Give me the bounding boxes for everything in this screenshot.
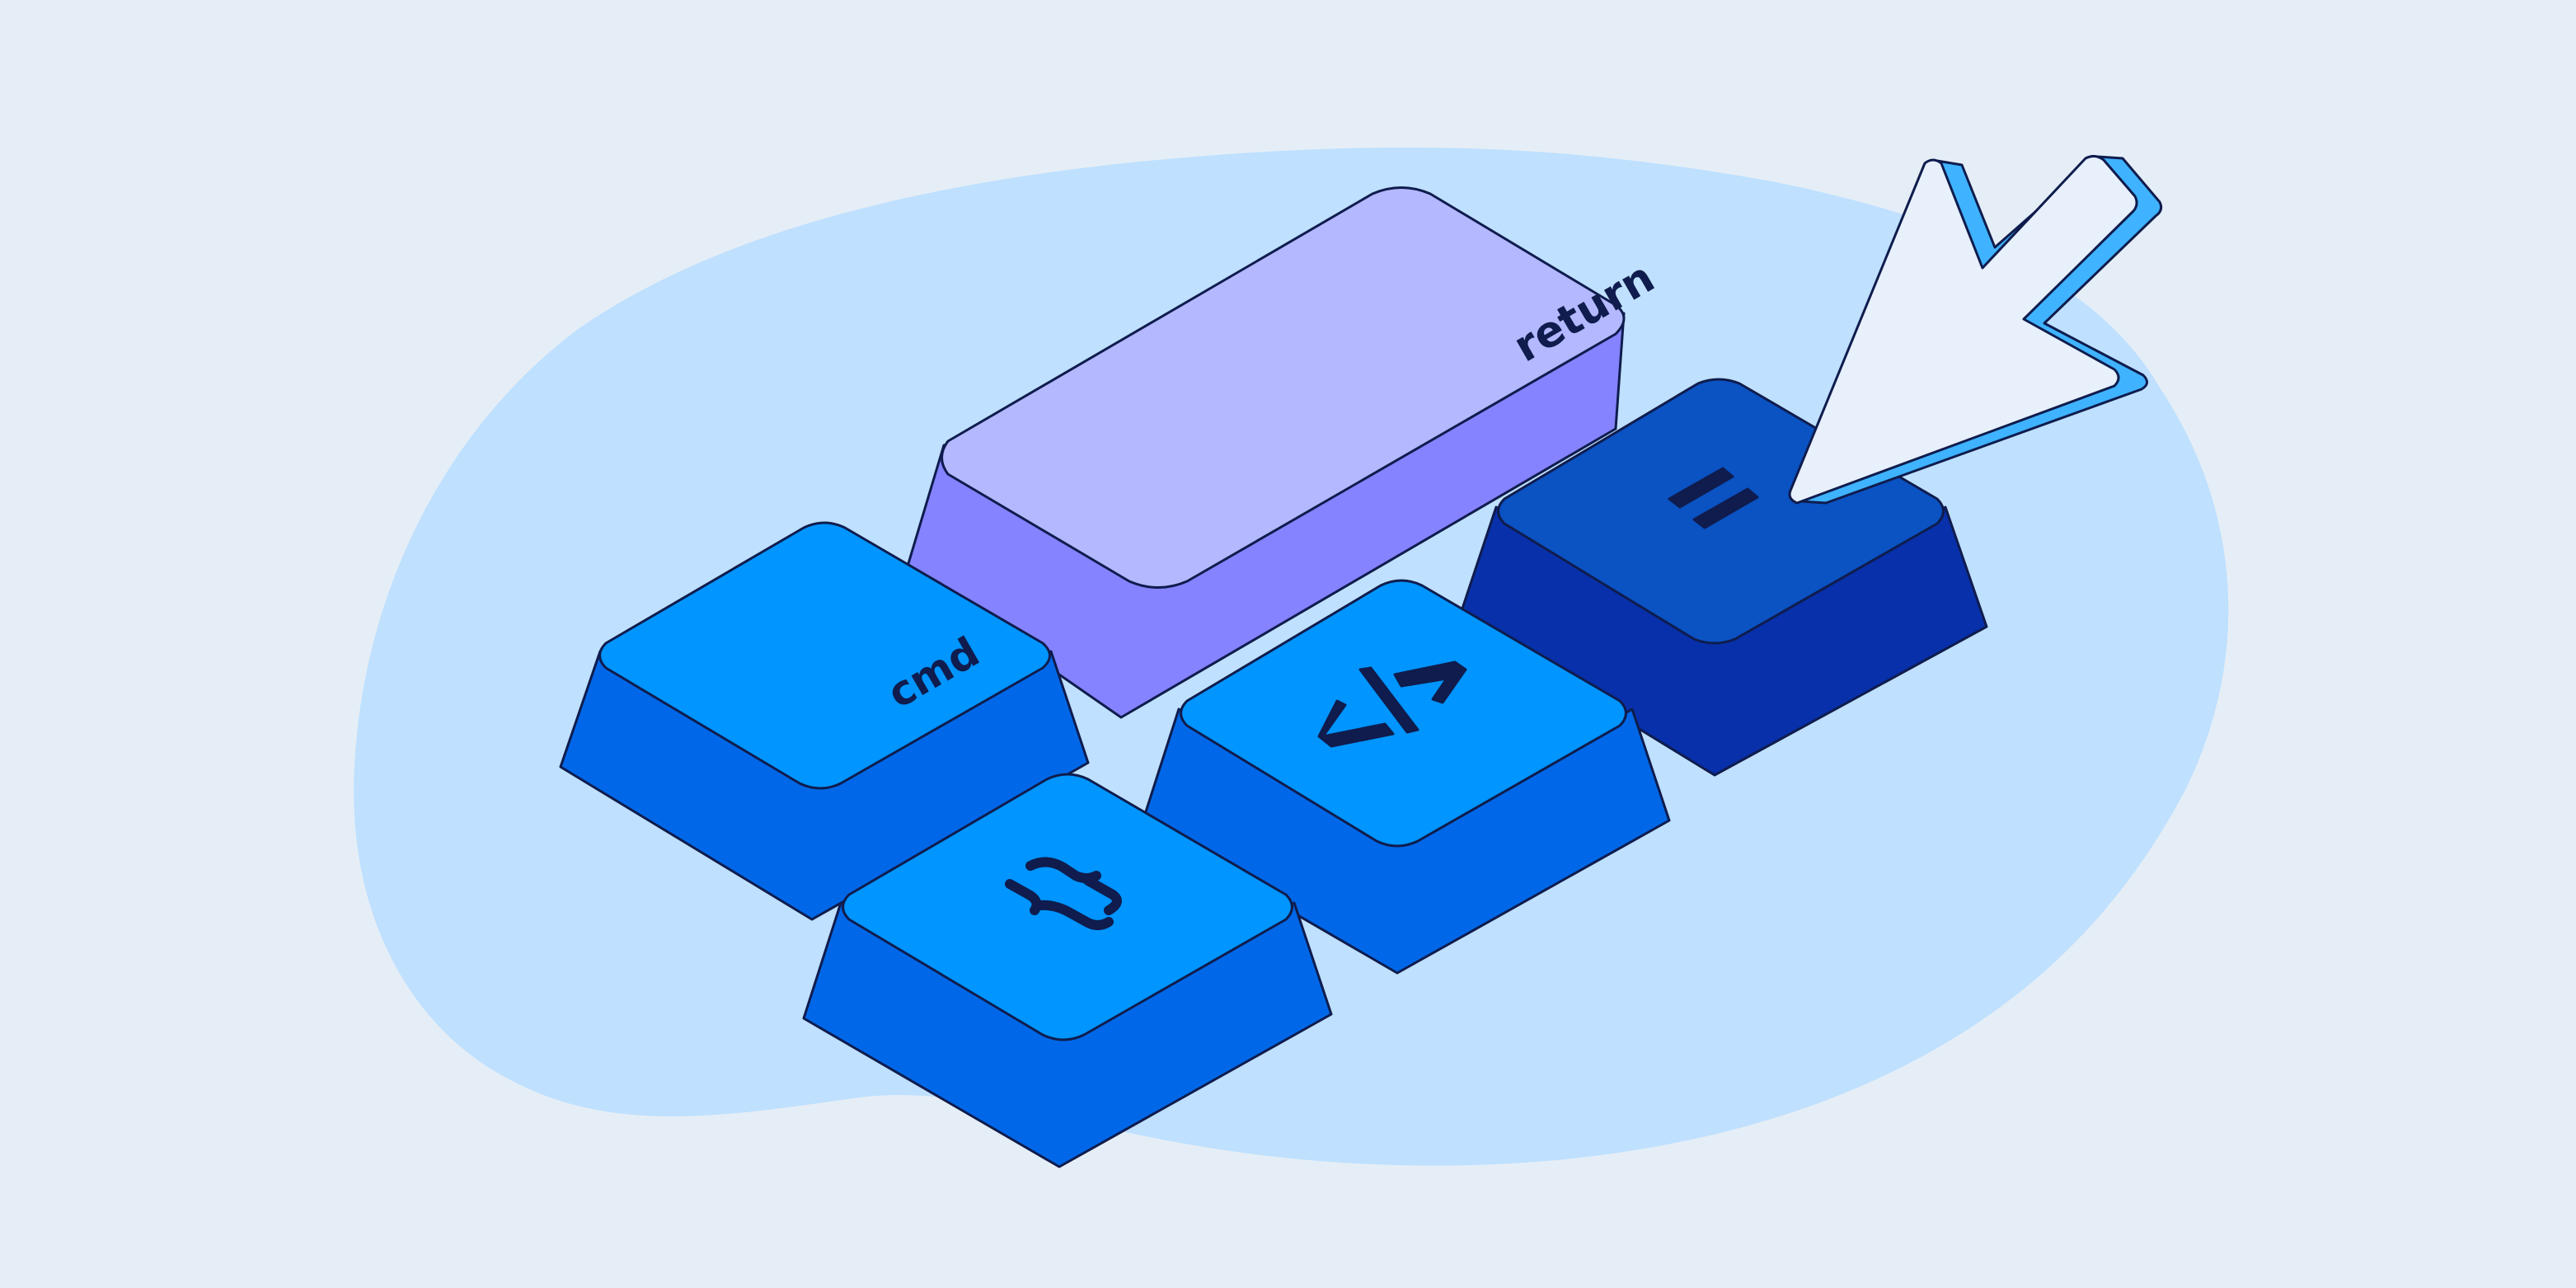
code-key[interactable] <box>1140 579 1671 975</box>
mouse-pointer-icon <box>1788 154 2163 505</box>
braces-key[interactable] <box>802 773 1333 1168</box>
cmd-key[interactable]: cmd <box>559 521 1090 921</box>
pause-icon <box>1668 467 1759 529</box>
cmd-key-top <box>598 521 1051 790</box>
code-icon <box>1317 660 1467 748</box>
return-key-top <box>941 186 1626 589</box>
curly-braces-icon <box>1005 857 1122 930</box>
cursor-body <box>1788 154 2138 505</box>
